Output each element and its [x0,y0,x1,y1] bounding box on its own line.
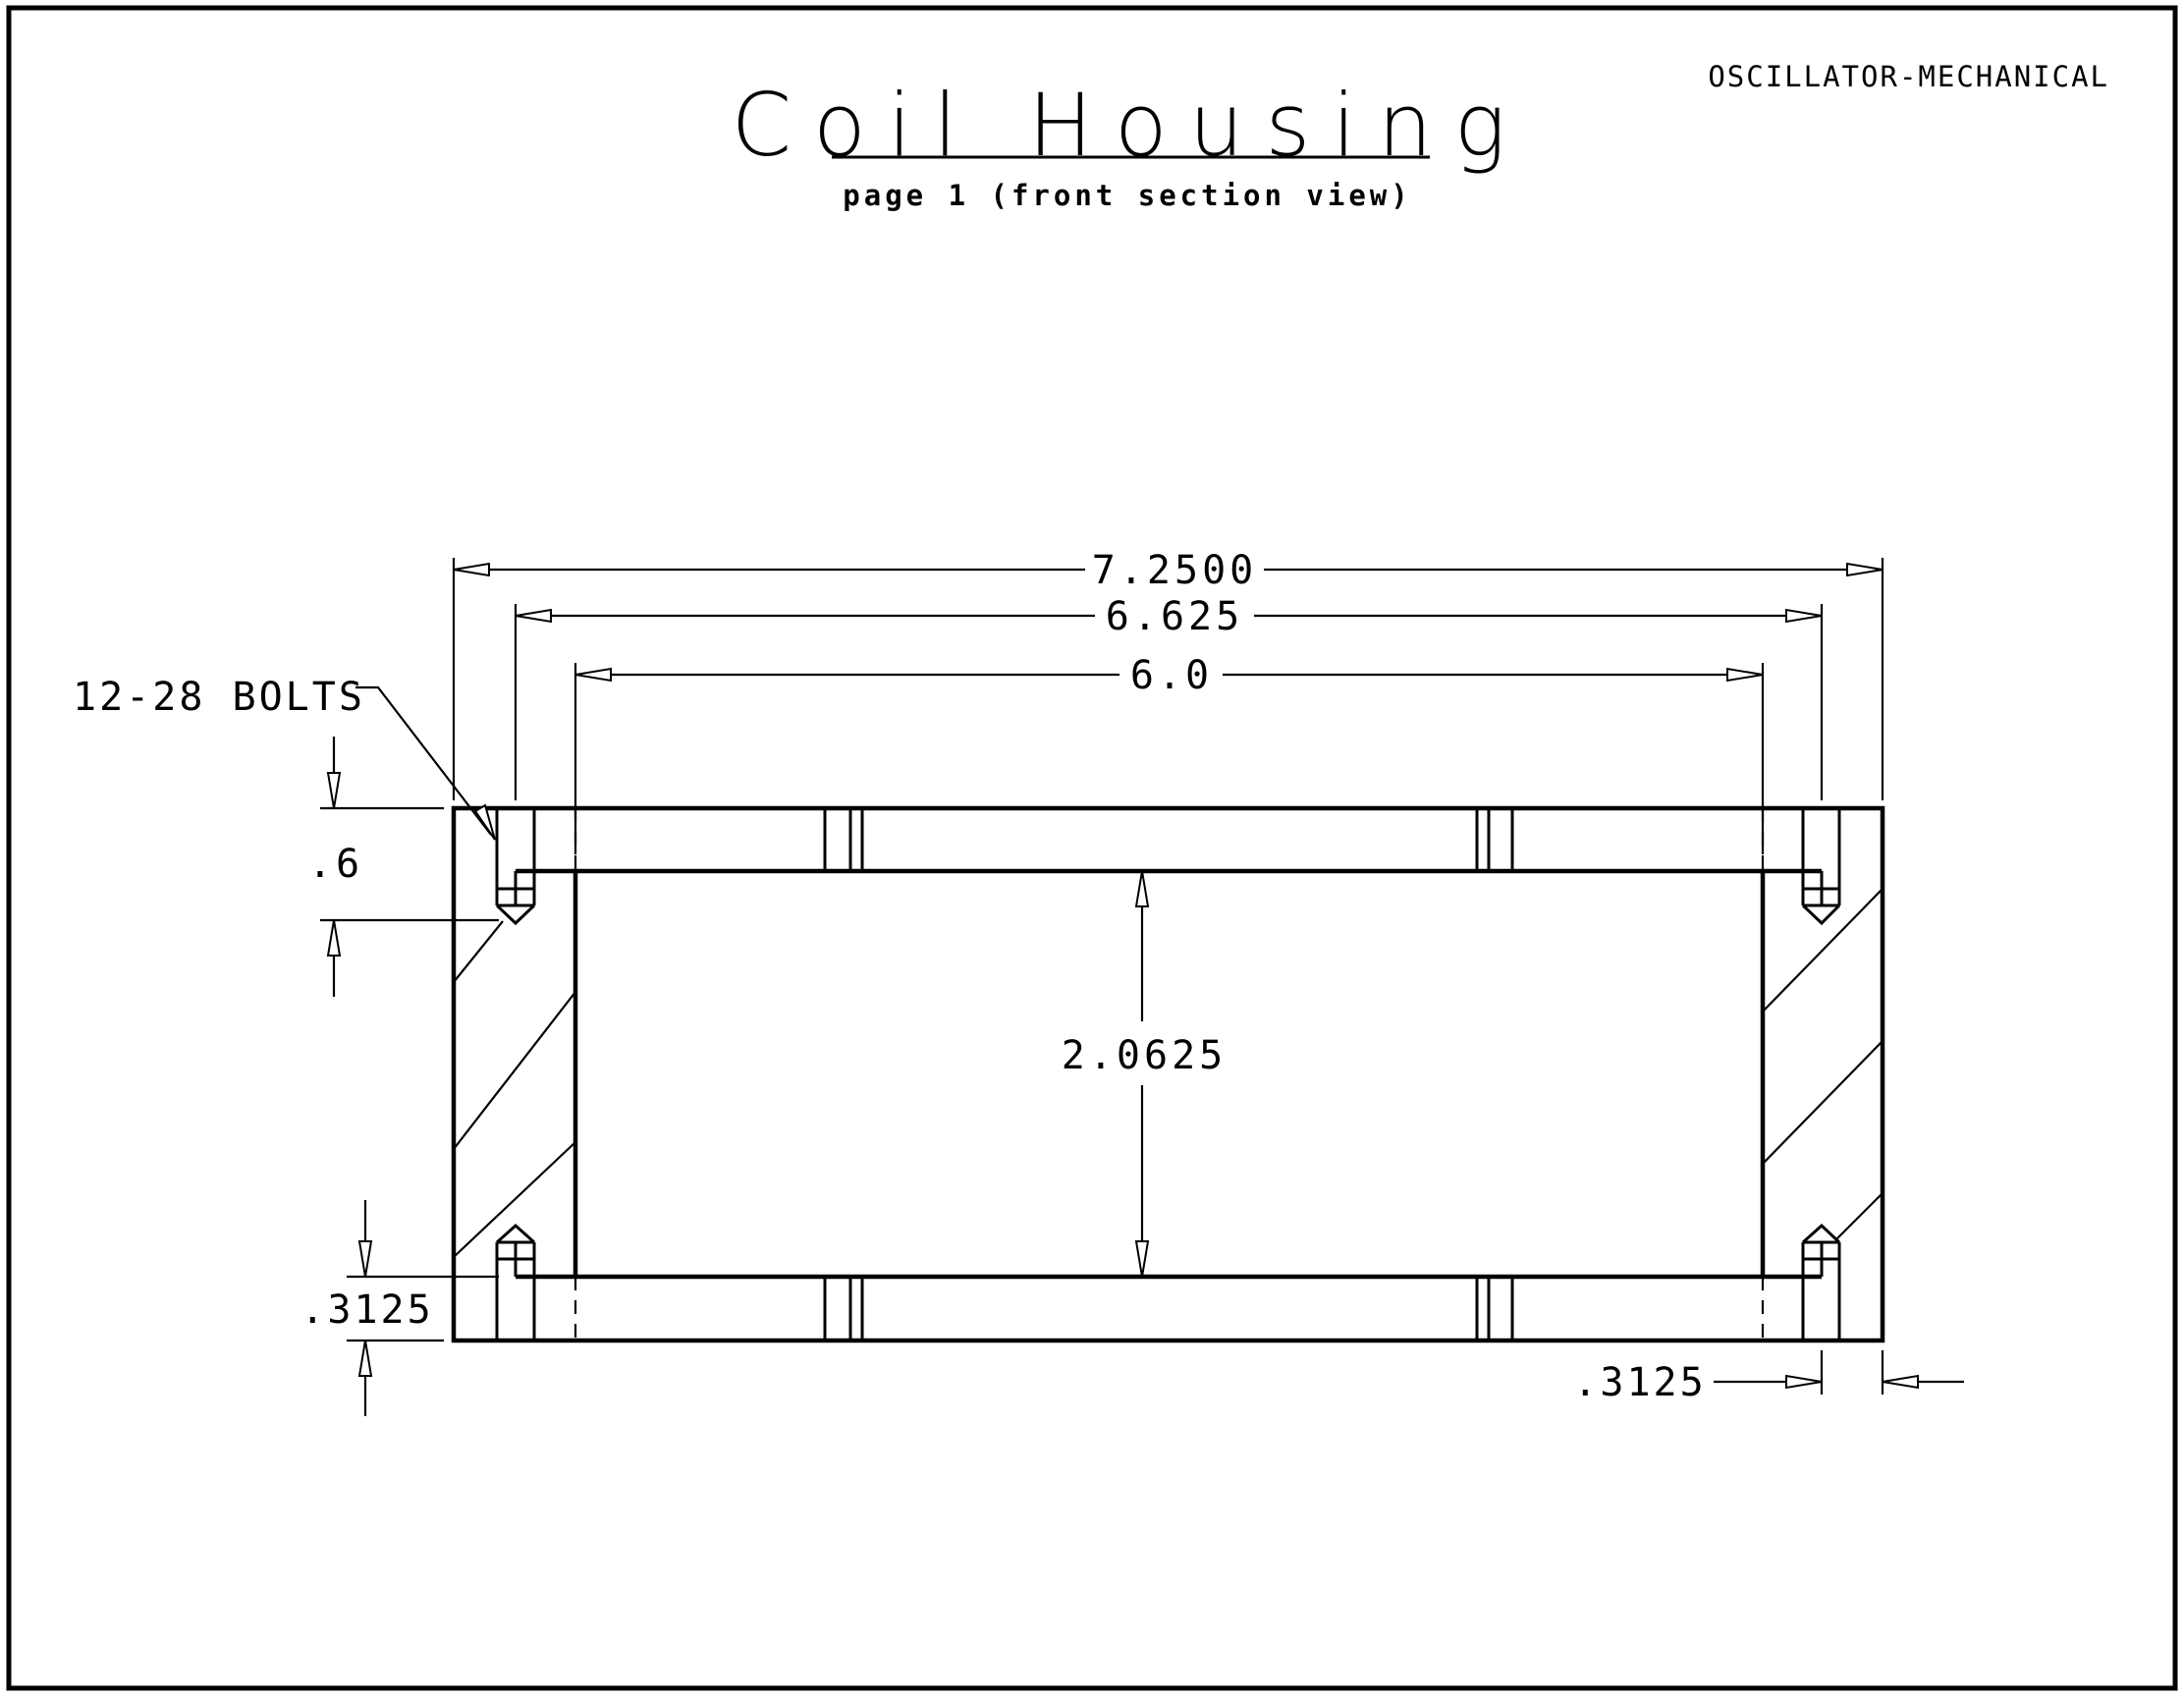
drawing-title: Coil Housing [732,75,1528,176]
dim-bolt-spacing: 6.625 [515,594,1823,639]
dim-plate-thickness: .3125 [300,1200,433,1416]
dim-inner-width: 6.0 [574,653,1764,698]
dim-bolt-spacing-label: 6.625 [1106,594,1243,639]
dim-wall-offset: .3125 [1573,1360,1964,1405]
drawing-tag: OSCILLATOR-MECHANICAL [1708,60,2109,93]
dim-outer-width-label: 7.2500 [1092,548,1258,593]
top-plate-blocks [823,808,1514,871]
bottom-plate-blocks [823,1277,1514,1341]
bolt-hole-bottom-right [1801,1223,1841,1341]
bolt-hole-top-right [1801,808,1841,926]
dim-inner-height: 2.0625 [1062,870,1228,1278]
hatch-right [1762,888,1884,1240]
dim-inner-height-label: 2.0625 [1062,1033,1228,1078]
dim-outer-width: 7.2500 [453,548,1884,593]
hatch-left [453,920,576,1258]
bolt-callout: 12-28 BOLTS [73,675,496,841]
bolt-hole-top-left [495,808,536,926]
housing-outline [451,805,1885,1343]
dim-bolt-depth: .6 [308,737,363,997]
bolt-callout-label: 12-28 BOLTS [73,675,365,720]
dim-inner-width-label: 6.0 [1130,653,1213,698]
dim-wall-offset-label: .3125 [1573,1360,1706,1405]
dim-bolt-depth-label: .6 [308,842,363,887]
dim-plate-thickness-label: .3125 [300,1287,433,1333]
housing-section [451,805,1885,1343]
extension-lines [320,558,1884,1395]
drawing-subtitle: page 1 (front section view) [843,179,1411,212]
sheet-border [6,5,2178,1691]
bolt-hole-bottom-left [495,1223,536,1341]
